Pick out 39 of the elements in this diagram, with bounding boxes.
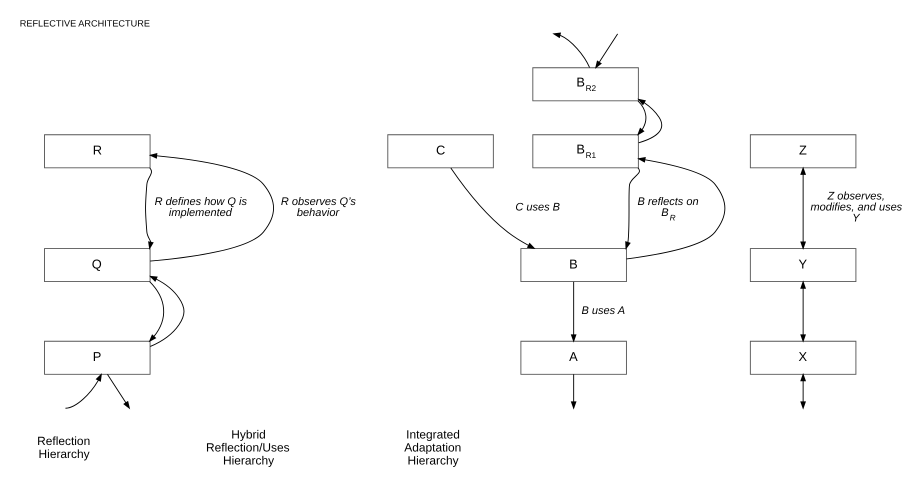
edge-label: Z observes, modifies, and uses Y (810, 190, 902, 225)
node-box: Y (750, 248, 856, 282)
arrow (800, 372, 806, 410)
edge-label: C uses B (515, 202, 560, 214)
arrow (595, 33, 618, 69)
edge-label: R observes Q’s behavior (280, 196, 356, 220)
label: Reflection Hierarchy (37, 434, 90, 461)
label: Hybrid Reflection/Uses Hierarchy (206, 428, 290, 468)
arrow (625, 167, 640, 250)
arrow (637, 98, 662, 144)
arrow (800, 166, 806, 250)
edge-label: B uses A (581, 304, 626, 317)
arrow (800, 280, 806, 343)
node-box: B$_{R2}$ (532, 67, 639, 102)
node-box: X (750, 340, 856, 375)
edge-label: R defines how Q is implemented (154, 196, 247, 220)
node-box: Q (44, 248, 151, 282)
node-box: P (44, 340, 151, 375)
node-box: R (44, 134, 151, 168)
node-box: Z (750, 134, 856, 168)
edge-label: B reflects on B$_{R}$ (637, 196, 699, 223)
arrow (570, 374, 577, 410)
arrow (149, 276, 184, 347)
arrow (450, 168, 536, 250)
arrow (626, 156, 726, 260)
arrow (145, 167, 154, 250)
arrow (148, 152, 274, 262)
arrow (148, 281, 164, 342)
node-box: A (520, 340, 627, 375)
arrow (637, 100, 646, 136)
arrow (107, 374, 130, 410)
node-box: B$_{R1}$ (532, 134, 639, 168)
node-box: C (387, 134, 494, 168)
node-box: B (520, 248, 627, 282)
arrow (570, 281, 577, 343)
label: Integrated Adaptation Hierarchy (404, 428, 462, 468)
diagram-title: REFLECTIVE ARCHITECTURE (20, 18, 150, 29)
arrow (552, 32, 590, 68)
arrow (65, 373, 102, 409)
